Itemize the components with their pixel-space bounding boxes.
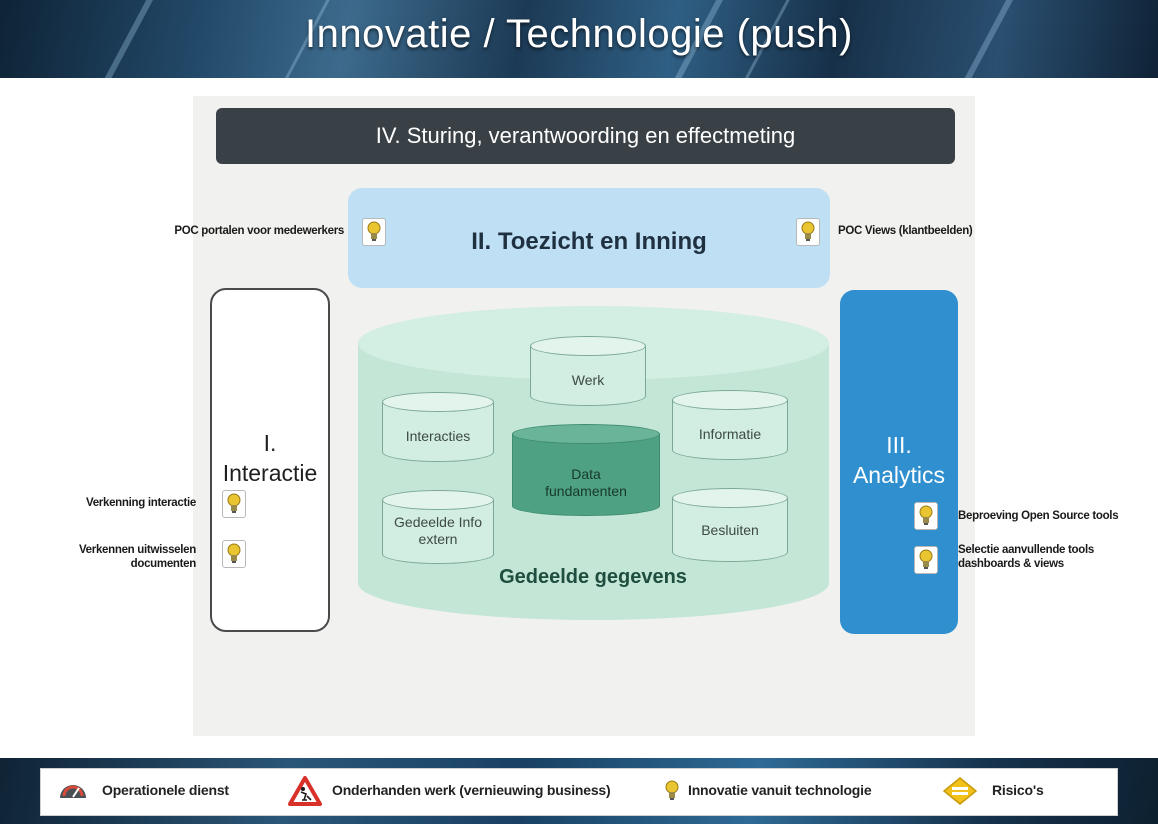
innovation-poc-portalen: POC portalen voor medewerkers xyxy=(174,225,344,237)
roadwork-warning-icon xyxy=(288,776,322,806)
page-title: Innovatie / Technologie (push) xyxy=(305,12,853,56)
cylinder-gedeelde-info: Gedeelde Info extern xyxy=(382,490,494,564)
header-banner: Innovatie / Technologie (push) xyxy=(0,0,1158,78)
interactie-title: Interactie xyxy=(222,460,318,486)
legend xyxy=(40,768,1118,816)
cylinder-gedeelde-info-label: Gedeelde Info extern xyxy=(394,514,482,547)
cylinder-data-fundamenten-label: Data fundamenten xyxy=(545,466,627,499)
legend-operationele-dienst: Operationele dienst xyxy=(102,782,229,798)
shared-data-label: Gedeelde gegevens xyxy=(499,566,687,588)
governance-bar: IV. Sturing, verantwoording en effectmet… xyxy=(216,108,955,164)
lightbulb-icon xyxy=(222,540,246,568)
cylinder-informatie: Informatie xyxy=(672,390,788,460)
innovation-selectie: Selectie aanvullende tools dashboards & … xyxy=(958,544,1095,570)
toezicht-block: II. Toezicht en Inning xyxy=(348,188,830,288)
cylinder-interacties-label: Interacties xyxy=(405,428,471,444)
legend-innovatie: Innovatie vanuit technologie xyxy=(688,782,872,798)
cylinder-data-fundamenten: Data fundamenten xyxy=(512,424,660,516)
lightbulb-icon xyxy=(665,780,679,800)
lightbulb-icon xyxy=(796,218,820,246)
lightbulb-icon xyxy=(222,490,246,518)
interactie-label: I. Interactie xyxy=(210,428,330,488)
interactie-block xyxy=(210,288,330,632)
interactie-numeral: I. xyxy=(263,430,277,456)
analytics-title: Analytics xyxy=(852,462,946,488)
innovation-poc-views: POC Views (klantbeelden) xyxy=(838,225,973,237)
lightbulb-icon xyxy=(914,502,938,530)
innovation-beproeving: Beproeving Open Source tools xyxy=(958,510,1119,522)
cylinder-besluiten-label: Besluiten xyxy=(701,522,759,538)
analytics-numeral: III. xyxy=(886,432,912,458)
cylinder-informatie-label: Informatie xyxy=(698,426,762,442)
innovation-verkenning-interactie: Verkenning interactie xyxy=(85,497,196,509)
cylinder-werk-label: Werk xyxy=(571,372,605,388)
cylinder-werk: Werk xyxy=(530,336,646,406)
lightbulb-icon xyxy=(362,218,386,246)
speedometer-icon xyxy=(60,785,86,798)
innovation-verkennen-uitwisselen: Verkennen uitwisselen documenten xyxy=(78,544,196,570)
legend-risicos: Risico's xyxy=(992,782,1044,798)
legend-onderhanden-werk: Onderhanden werk (vernieuwing business) xyxy=(332,782,611,798)
lightbulb-icon xyxy=(914,546,938,574)
cylinder-interacties: Interacties xyxy=(382,392,494,462)
cylinder-besluiten: Besluiten xyxy=(672,488,788,562)
analytics-block xyxy=(840,290,958,634)
analytics-label: III. Analytics xyxy=(840,430,958,490)
risk-warning-icon xyxy=(942,777,978,805)
